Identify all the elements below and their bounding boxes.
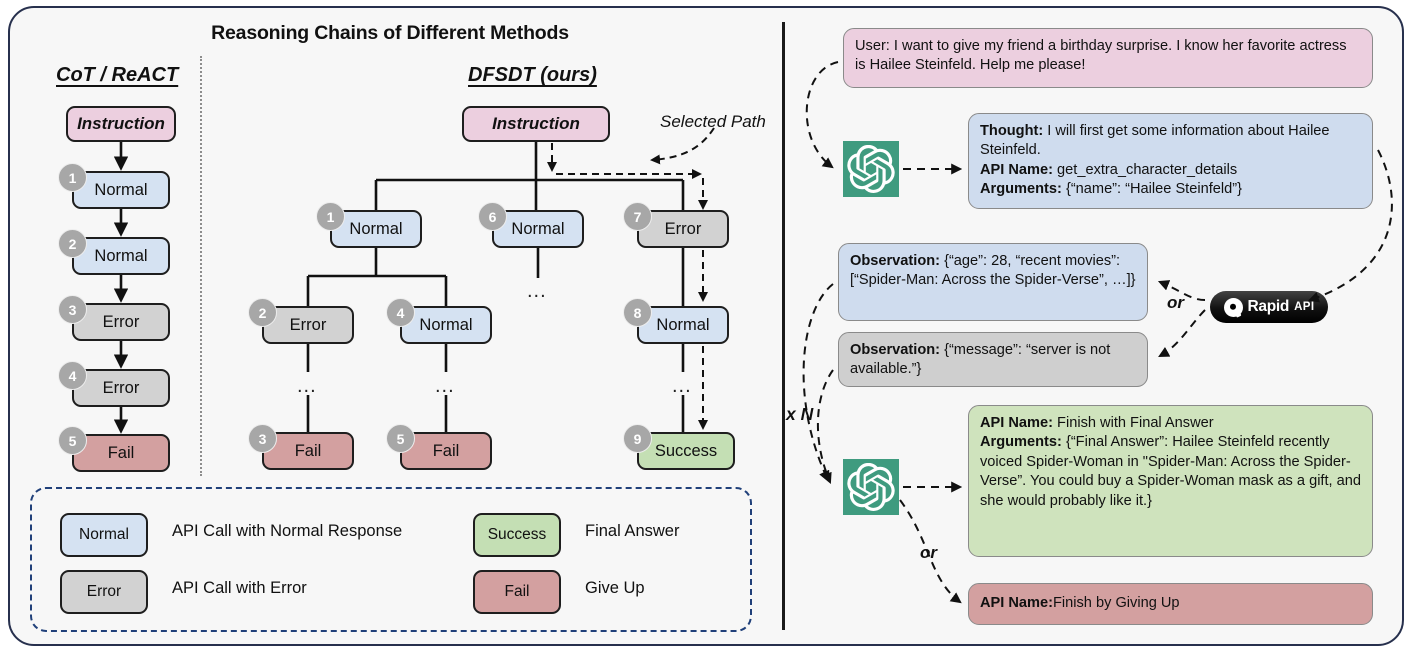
repeat-n-label: x N bbox=[786, 404, 814, 424]
dfsdt-instruction-node: Instruction bbox=[462, 106, 610, 142]
observation-success-bubble: Observation: {“age”: 28, “recent movies”… bbox=[838, 243, 1148, 321]
dfsdt-ellipsis-2: ... bbox=[297, 375, 317, 397]
dfsdt-badge-7: 7 bbox=[623, 202, 652, 231]
or-label-final: or bbox=[920, 543, 937, 562]
legend-text-normal: API Call with Normal Response bbox=[172, 522, 403, 540]
observation-error-bubble: Observation: {“message”: “server is not … bbox=[838, 332, 1148, 387]
rapidapi-mark-icon bbox=[1223, 297, 1243, 317]
dfsdt-ellipsis-4: ... bbox=[435, 375, 455, 397]
openai-logo-icon-2 bbox=[843, 459, 899, 515]
legend-text-error: API Call with Error bbox=[172, 579, 307, 597]
observation-label-ok: Observation: bbox=[850, 253, 941, 269]
dfsdt-badge-5: 5 bbox=[386, 424, 415, 453]
dfsdt-badge-3: 3 bbox=[248, 424, 277, 453]
giveup-api-name-label: API Name: bbox=[980, 595, 1053, 612]
legend-chip-fail: Fail bbox=[473, 570, 561, 614]
thought-bubble: Thought: I will first get some informati… bbox=[968, 113, 1373, 209]
method-heading-cot: CoT / ReACT bbox=[56, 64, 179, 86]
method-heading-dfsdt: DFSDT (ours) bbox=[468, 64, 597, 86]
selected-path-label: Selected Path bbox=[660, 112, 766, 131]
method-separator bbox=[200, 56, 202, 476]
rapidapi-logo: Rapid API bbox=[1210, 291, 1328, 323]
cot-node-1: Normal bbox=[72, 171, 170, 209]
cot-badge-5: 5 bbox=[58, 426, 87, 455]
cot-node-2: Normal bbox=[72, 237, 170, 275]
cot-instruction-node: Instruction bbox=[66, 106, 176, 142]
cot-badge-4: 4 bbox=[58, 361, 87, 390]
cot-badge-3: 3 bbox=[58, 295, 87, 324]
legend-text-fail: Give Up bbox=[585, 579, 645, 597]
legend-chip-normal: Normal bbox=[60, 513, 148, 557]
cot-node-4: Error bbox=[72, 369, 170, 407]
api-name-label: API Name: bbox=[980, 161, 1053, 178]
final-answer-bubble: API Name: Finish with Final Answer Argum… bbox=[968, 405, 1373, 557]
dfsdt-badge-4: 4 bbox=[386, 298, 415, 327]
dfsdt-badge-8: 8 bbox=[623, 298, 652, 327]
give-up-bubble: API Name: Finish by Giving Up bbox=[968, 583, 1373, 625]
rapidapi-suffix: API bbox=[1294, 301, 1315, 313]
dfsdt-badge-6: 6 bbox=[478, 202, 507, 231]
legend-text-success: Final Answer bbox=[585, 522, 680, 540]
cot-node-5: Fail bbox=[72, 434, 170, 472]
cot-badge-1: 1 bbox=[58, 163, 87, 192]
page-title: Reasoning Chains of Different Methods bbox=[211, 22, 569, 44]
user-message-bubble: User: I want to give my friend a birthda… bbox=[843, 28, 1373, 88]
final-arguments-value: {“Final Answer”: Hailee Steinfeld recent… bbox=[980, 434, 1362, 509]
panel-divider bbox=[782, 22, 785, 630]
dfsdt-node-4: Normal bbox=[400, 306, 492, 344]
observation-value-err: {“message”: “server is not available.”} bbox=[850, 342, 1111, 378]
legend-container bbox=[30, 487, 752, 632]
arguments-value: {“name”: “Hailee Steinfeld”} bbox=[1061, 181, 1242, 198]
dfsdt-ellipsis-6: ... bbox=[527, 280, 547, 302]
dfsdt-node-9: Success bbox=[637, 432, 735, 470]
dfsdt-badge-2: 2 bbox=[248, 298, 277, 327]
or-label-observation: or bbox=[1167, 293, 1184, 312]
dfsdt-badge-9: 9 bbox=[623, 424, 652, 453]
final-arguments-label: Arguments: bbox=[980, 434, 1062, 451]
dfsdt-node-6: Normal bbox=[492, 210, 584, 248]
thought-text: I will first get some information about … bbox=[980, 123, 1330, 159]
dfsdt-node-5: Fail bbox=[400, 432, 492, 470]
openai-logo-icon-1 bbox=[843, 141, 899, 197]
final-api-name-value: Finish with Final Answer bbox=[1053, 415, 1214, 431]
legend-chip-error: Error bbox=[60, 570, 148, 614]
api-name-value: get_extra_character_details bbox=[1053, 161, 1238, 178]
dfsdt-badge-1: 1 bbox=[316, 202, 345, 231]
dfsdt-node-8: Normal bbox=[637, 306, 729, 344]
legend-chip-success: Success bbox=[473, 513, 561, 557]
dfsdt-ellipsis-8: ... bbox=[672, 375, 692, 397]
cot-badge-2: 2 bbox=[58, 229, 87, 258]
observation-value-ok: {“age”: 28, “recent movies”: [“Spider-Ma… bbox=[850, 253, 1136, 289]
observation-label-err: Observation: bbox=[850, 342, 941, 358]
thought-label: Thought: bbox=[980, 123, 1044, 139]
rapidapi-wordmark: Rapid bbox=[1247, 298, 1290, 315]
final-api-name-label: API Name: bbox=[980, 415, 1053, 431]
cot-node-3: Error bbox=[72, 303, 170, 341]
dfsdt-node-1: Normal bbox=[330, 210, 422, 248]
dfsdt-node-2: Error bbox=[262, 306, 354, 344]
arguments-label: Arguments: bbox=[980, 181, 1062, 198]
giveup-api-name-value: Finish by Giving Up bbox=[1053, 595, 1180, 612]
